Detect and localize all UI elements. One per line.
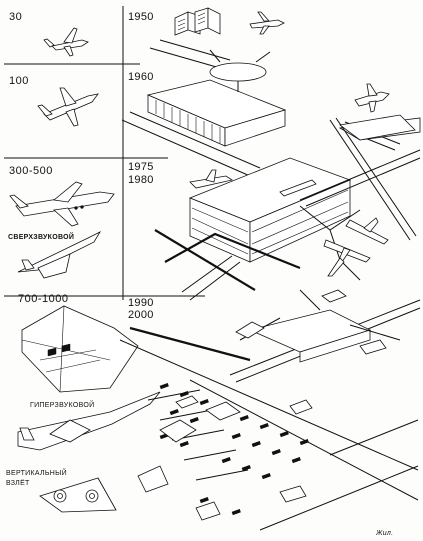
- year-label: 1990: [128, 297, 154, 309]
- grid-lines: [4, 6, 205, 300]
- plane-1950-icon: [249, 11, 285, 35]
- plane-flying-wing-icon: [21, 305, 139, 393]
- artist-signature: Жил.: [376, 530, 394, 537]
- capacity-label: 100: [9, 75, 29, 87]
- capacity-label: 30: [9, 11, 23, 23]
- terminal-1975-icon: [154, 114, 421, 301]
- plane-widebody-icon: [9, 181, 115, 227]
- capacity-label: 300-500: [9, 165, 53, 177]
- planes-1975-icons: [189, 169, 389, 277]
- year-label: 1960: [128, 71, 154, 83]
- plane-100-seats-icon: [37, 87, 99, 127]
- hypersonic-label: ГИПЕРЗВУКОВОЙ: [30, 402, 95, 409]
- vertical-takeoff-label: ВЗЛЁТ: [6, 480, 30, 487]
- vertical-takeoff-label: ВЕРТИКАЛЬНЫЙ: [6, 470, 67, 477]
- year-label: 2000: [128, 309, 154, 321]
- terminal-1950-icon: [149, 7, 231, 69]
- plane-hypersonic-icon: [17, 391, 161, 451]
- capacity-label: 700-1000: [18, 293, 69, 305]
- year-label: 1975: [128, 161, 154, 173]
- terminal-1960-icon: [121, 49, 287, 177]
- plane-30-seats-icon: [43, 27, 89, 57]
- terminal-1990-icon: [129, 289, 421, 383]
- supersonic-label: СВЕРХЗВУКОВОЙ: [8, 234, 75, 241]
- year-label: 1950: [128, 11, 154, 23]
- rotunda-icon: [209, 62, 267, 82]
- plane-1960-icon: [354, 83, 390, 113]
- plane-vtol-icon: [39, 477, 117, 513]
- plane-supersonic-icon: [17, 231, 102, 279]
- year-label: 1980: [128, 174, 154, 186]
- airfield-apron: [119, 339, 419, 531]
